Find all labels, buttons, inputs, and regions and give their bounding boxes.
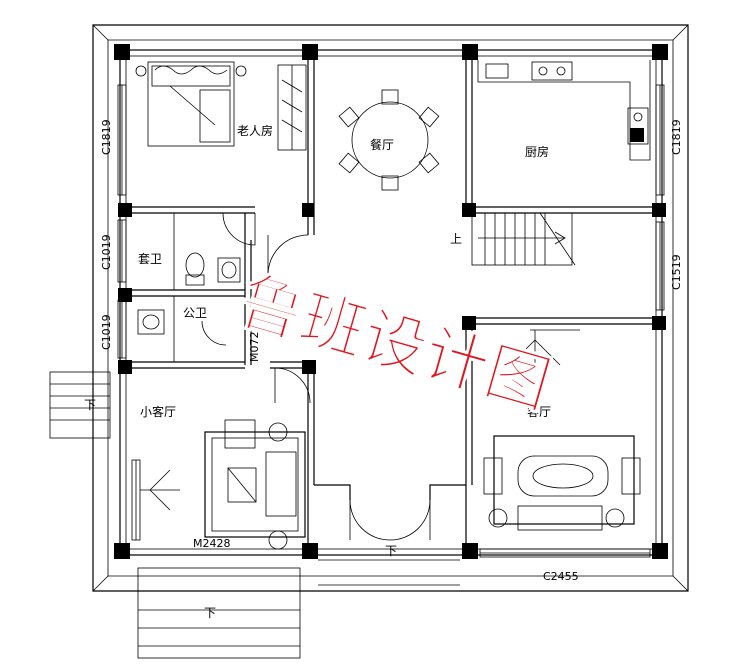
windows <box>117 84 665 558</box>
door-label-bath: M0721 <box>248 325 261 363</box>
interior-walls <box>126 50 656 555</box>
dining-table <box>338 89 440 191</box>
room-label-kitchen: 厨房 <box>525 144 549 159</box>
columns <box>114 44 668 559</box>
bed <box>135 61 247 147</box>
window-label-left-low: C1019 <box>100 314 113 350</box>
living-sofa-set <box>483 435 641 531</box>
room-label-ensuite-bath: 套卫 <box>138 252 162 266</box>
room-label-elderly-bedroom: 老人房 <box>237 123 273 138</box>
room-label-living: 客厅 <box>527 404 551 419</box>
watermark: 鲁班设计图 <box>231 264 559 423</box>
stairs <box>478 212 576 266</box>
wardrobe <box>277 64 307 151</box>
window-label-left-mid: C1019 <box>100 234 113 270</box>
stair-down-label-center: 下 <box>385 544 397 558</box>
room-label-public-bath: 公卫 <box>183 306 207 320</box>
porches <box>49 371 460 659</box>
kitchen-counter <box>477 60 651 161</box>
small-living-sofa <box>204 419 306 550</box>
doors <box>140 212 580 541</box>
window-label-left-top: C1819 <box>100 119 113 155</box>
ensuite-fixtures <box>185 252 241 286</box>
stair-up-label: 上 <box>450 232 462 246</box>
window-label-right-top: C1819 <box>670 119 683 155</box>
outer-outline <box>92 24 689 592</box>
door-label-entry: M2428 <box>193 537 231 550</box>
stair-down-label-bottom: 下 <box>204 606 216 620</box>
room-label-small-living: 小客厅 <box>140 404 176 419</box>
window-label-right-mid: C1519 <box>670 254 683 290</box>
room-label-dining: 餐厅 <box>370 137 394 152</box>
exterior-walls <box>119 49 663 556</box>
window-label-bottom-right: C2455 <box>543 570 579 583</box>
stair-down-label-left: 下 <box>84 398 96 412</box>
public-bath-fixtures <box>137 309 165 335</box>
